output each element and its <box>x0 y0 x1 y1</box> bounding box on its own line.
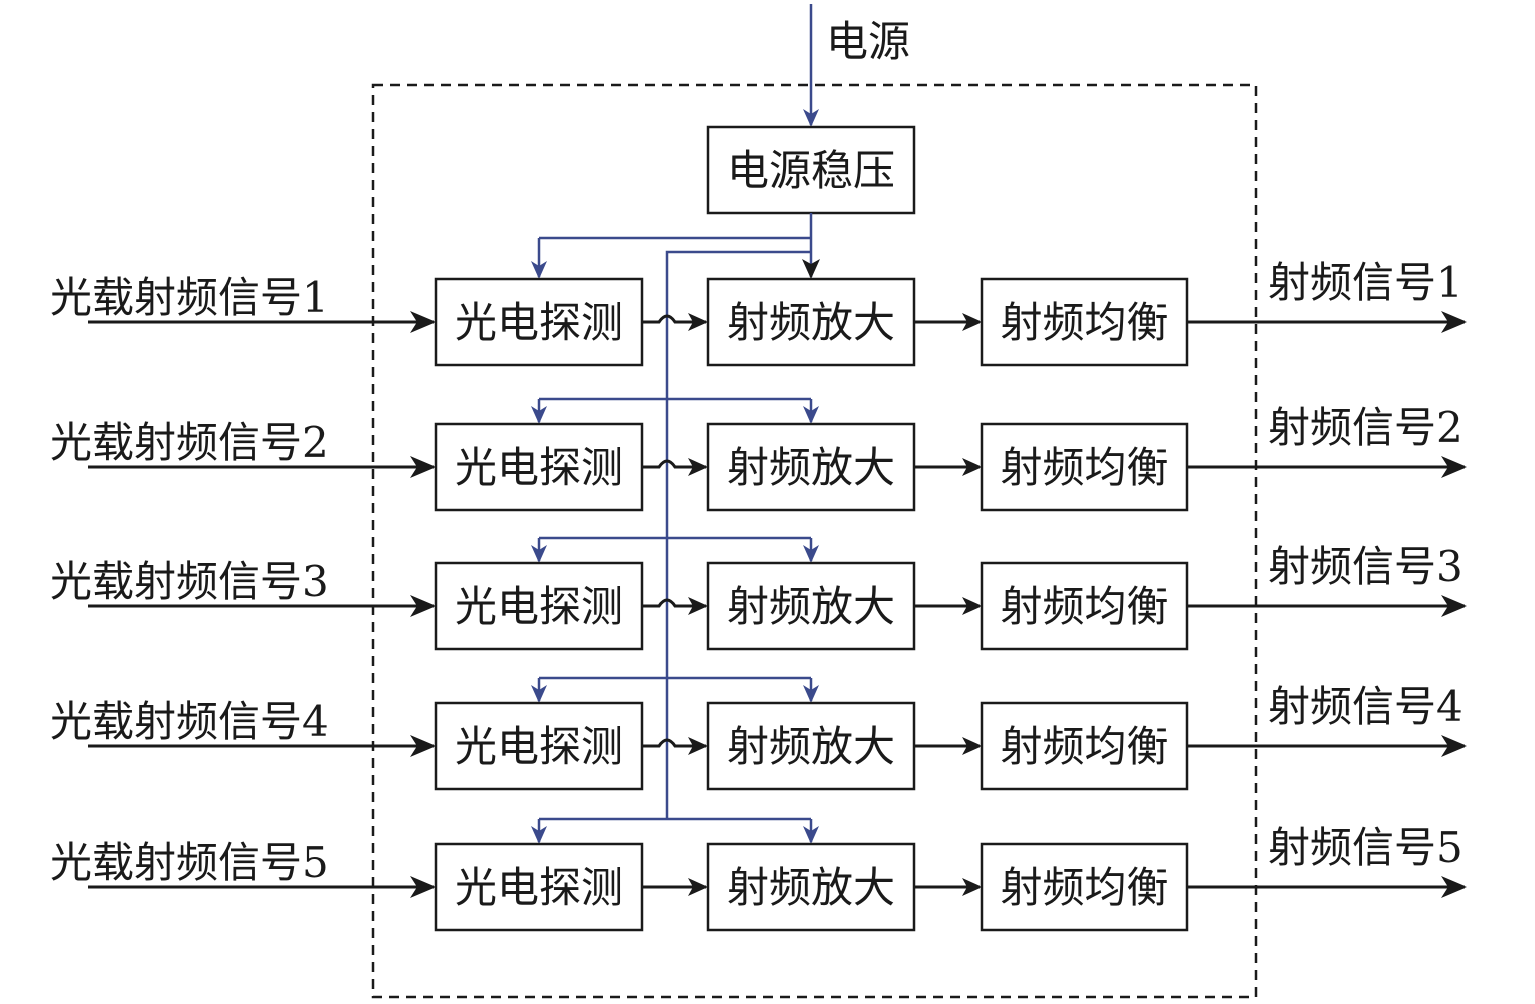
input-signal-label: 光载射频信号5 <box>50 838 329 887</box>
row-power-branch <box>531 817 819 844</box>
detector-box: 光电探测 <box>434 561 644 651</box>
amplifier-box-label: 射频放大 <box>727 443 895 492</box>
equalizer-box: 射频均衡 <box>980 277 1189 367</box>
equalizer-box: 射频均衡 <box>980 701 1189 791</box>
input-signal-label: 光载射频信号2 <box>50 418 329 467</box>
amplifier-box: 射频放大 <box>706 842 916 932</box>
equalizer-box-label: 射频均衡 <box>1000 863 1168 912</box>
output-signal-label: 射频信号4 <box>1268 682 1463 731</box>
channel-row: 光载射频信号2 光电探测 射频放大 射频均衡 射频信号2 <box>50 403 1467 512</box>
regulator-box: 电源稳压 <box>706 125 916 215</box>
output-signal-label: 射频信号2 <box>1268 403 1463 452</box>
equalizer-box: 射频均衡 <box>980 842 1189 932</box>
equalizer-box: 射频均衡 <box>980 561 1189 651</box>
power-trunk <box>665 250 811 818</box>
channel-row: 光载射频信号5 光电探测 射频放大 射频均衡 射频信号5 <box>50 823 1467 932</box>
amplifier-box: 射频放大 <box>706 561 916 651</box>
detector-box-label: 光电探测 <box>455 722 623 771</box>
power-input-label: 电源 <box>826 17 910 66</box>
output-signal-label: 射频信号3 <box>1268 542 1463 591</box>
detector-to-amplifier-arrow <box>642 597 708 615</box>
power-distribution <box>531 213 820 844</box>
detector-to-amplifier-arrow <box>642 737 708 755</box>
detector-box: 光电探测 <box>434 422 644 512</box>
detector-to-amplifier-arrow <box>642 313 708 331</box>
row-power-branch <box>531 536 819 563</box>
module-boundary <box>371 83 1258 999</box>
equalizer-box-label: 射频均衡 <box>1000 582 1168 631</box>
channel-group: 光载射频信号1光电探测射频放大射频均衡射频信号1光载射频信号2光电探测射频放大射… <box>50 258 1467 932</box>
detector-to-amplifier-arrow <box>642 458 708 476</box>
equalizer-box-label: 射频均衡 <box>1000 443 1168 492</box>
amplifier-box-label: 射频放大 <box>727 863 895 912</box>
detector-box: 光电探测 <box>434 277 644 367</box>
detector-box-label: 光电探测 <box>455 582 623 631</box>
regulator-label: 电源稳压 <box>727 146 895 195</box>
detector-box-label: 光电探测 <box>455 298 623 347</box>
output-signal-label: 射频信号1 <box>1268 258 1463 307</box>
amplifier-box-label: 射频放大 <box>727 582 895 631</box>
amplifier-box-label: 射频放大 <box>727 722 895 771</box>
detector-box: 光电探测 <box>434 842 644 932</box>
amplifier-box-label: 射频放大 <box>727 298 895 347</box>
equalizer-box-label: 射频均衡 <box>1000 298 1168 347</box>
detector-box: 光电探测 <box>434 701 644 791</box>
detector-box-label: 光电探测 <box>455 443 623 492</box>
amplifier-box: 射频放大 <box>706 422 916 512</box>
input-signal-label: 光载射频信号4 <box>50 697 329 746</box>
amplifier-box: 射频放大 <box>706 701 916 791</box>
row-power-branch <box>531 397 819 424</box>
output-signal-label: 射频信号5 <box>1268 823 1463 872</box>
row-power-branch <box>531 676 819 703</box>
amplifier-box: 射频放大 <box>706 277 916 367</box>
input-signal-label: 光载射频信号1 <box>50 273 329 322</box>
channel-row: 光载射频信号3 光电探测 射频放大 射频均衡 射频信号3 <box>50 542 1467 651</box>
input-signal-label: 光载射频信号3 <box>50 557 329 606</box>
channel-row: 光载射频信号1 光电探测 射频放大 射频均衡 射频信号1 <box>50 258 1467 367</box>
channel-row: 光载射频信号4 光电探测 射频放大 射频均衡 射频信号4 <box>50 682 1467 791</box>
detector-box-label: 光电探测 <box>455 863 623 912</box>
equalizer-box: 射频均衡 <box>980 422 1189 512</box>
equalizer-box-label: 射频均衡 <box>1000 722 1168 771</box>
